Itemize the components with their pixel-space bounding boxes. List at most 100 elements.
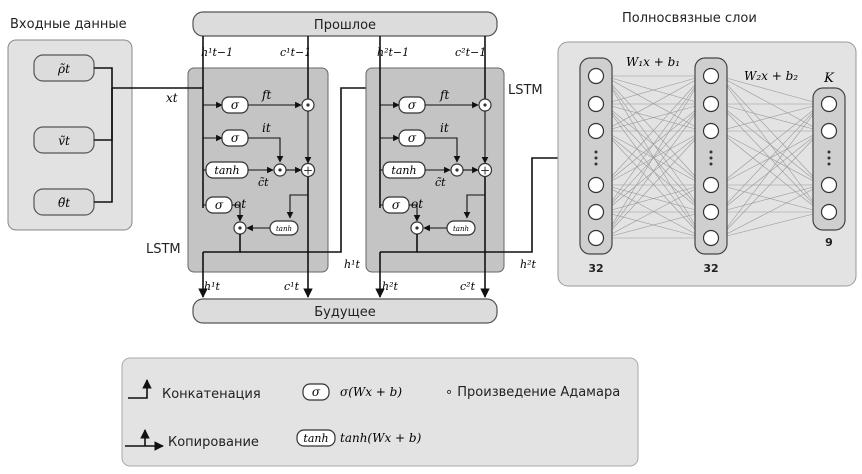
fc-l1-l2-edge [603, 75, 704, 105]
fc-l1-l2-edge [603, 103, 704, 213]
lstm2-c-out-label: c²t [460, 280, 476, 293]
lstm2-input-sigma: σ [408, 131, 417, 145]
fc-l3-ellipsis-dot [827, 156, 831, 160]
legend-concat-label: Конкатенация [162, 387, 261, 402]
lstm-2-label: LSTM [508, 83, 543, 98]
fc-l3-ellipsis-dot [827, 162, 831, 166]
fc-nodes [587, 67, 838, 247]
future-bar [192, 298, 498, 324]
concat-wire-1 [94, 67, 113, 88]
fc-l1-neuron [587, 122, 605, 140]
fc-layer-2 [694, 57, 728, 255]
fc-l1-l2-edge [603, 75, 704, 239]
legend-sigma-symbol: σ [312, 385, 321, 399]
legend-panel [121, 357, 639, 467]
fc-l1-l2-edge [603, 75, 704, 132]
fc-l1-neuron [587, 95, 605, 113]
lstm1-forget-gate: σ [221, 96, 249, 114]
lstm1-i-out [248, 137, 284, 163]
legend-hadamard-label: ∘ Произведение Адамара [445, 385, 620, 400]
lstm2-f-label: ft [439, 88, 449, 102]
input-v: ṽt [33, 126, 95, 154]
legend-copy-label: Копирование [168, 435, 259, 450]
fc-l3-neuron [820, 203, 838, 221]
lstm1-input-gate: σ [221, 129, 249, 147]
fc-l1-neuron [587, 67, 605, 85]
fc-l2-neuron [702, 203, 720, 221]
lstm2-input-gate: σ [398, 129, 426, 147]
lstm1-output-tanh: tanh [269, 220, 299, 236]
fc-l2-l3-edge [718, 184, 822, 213]
lstm1-h-side-label: h¹t [344, 258, 360, 271]
lstm2-output-gate: σ [382, 196, 410, 214]
legend-sigma-icon: σ [302, 383, 330, 401]
lstm1-candidate-tanh: tanh [214, 164, 239, 177]
fc-size-2: 32 [703, 262, 718, 275]
fc-l2-ellipsis-dot [709, 156, 713, 160]
legend-concat-icon [128, 379, 152, 399]
fc-l1-l2-edge [603, 184, 704, 239]
lstm1-h-out-label: h¹t [204, 280, 220, 293]
future-label: Будущее [314, 305, 376, 320]
fc-connections [603, 75, 822, 239]
lstm2-forget-gate: σ [398, 96, 426, 114]
fc-l2-ellipsis-dot [709, 162, 713, 166]
fc-l3-neuron [820, 122, 838, 140]
fc-l2-l3-edge [718, 130, 822, 213]
lstm1-input-sigma: σ [231, 131, 240, 145]
fc-l2-l3-edge [718, 103, 822, 132]
fc-size-3: 9 [825, 236, 833, 249]
fc-w2-label: W₂x + b₂ [744, 69, 798, 83]
fc-l1-l2-edge [603, 130, 704, 239]
input-v-label: ṽt [58, 134, 70, 148]
lstm2-hadamard-o-dot [415, 226, 419, 230]
fc-l2-l3-edge [718, 103, 822, 213]
fc-l2-l3-edge [718, 103, 822, 186]
fc-l1-neuron [587, 176, 605, 194]
fc-l2-ellipsis-dot [709, 150, 713, 154]
input-panel-title: Входные данные [10, 17, 127, 32]
lstm2-hadamard-f-dot [483, 103, 487, 107]
lstm1-h-prev: h¹t−1 [201, 46, 233, 59]
fc-l2-l3-edge [718, 211, 822, 239]
input-theta: θ̃t [33, 188, 95, 216]
lstm2-forget-sigma: σ [408, 98, 417, 112]
lstm2-i-label: it [440, 121, 449, 135]
fc-l2-neuron [702, 122, 720, 140]
fc-layer-1 [579, 57, 613, 255]
fc-l3-ellipsis-dot [827, 150, 831, 154]
lstm1-forget-sigma: σ [231, 98, 240, 112]
lstm2-h-out-label: h²t [382, 280, 398, 293]
lstm2-ctilde-label: c̃t [435, 176, 446, 189]
lstm2-h-side-label: h²t [520, 258, 536, 271]
lstm1-c-prev: c¹t−1 [280, 46, 311, 59]
lstm1-ctilde-label: c̃t [258, 176, 269, 189]
input-theta-label: θ̃t [58, 196, 70, 210]
lstm2-output-sigma: σ [392, 198, 401, 212]
lstm1-f-label: ft [261, 88, 271, 102]
fc-l2-l3-edge [718, 130, 822, 239]
legend-tanh-formula: tanh(Wx + b) [340, 431, 422, 445]
lstm1-i-label: it [262, 121, 271, 135]
lstm2-c-to-tanh [463, 194, 485, 219]
lstm1-o-label: ot [234, 197, 246, 211]
fc-l2-l3-edge [718, 184, 822, 239]
lstm2-i-out [425, 137, 461, 163]
lstm1-hadamard-o-dot [238, 226, 242, 230]
lstm-1-label: LSTM [146, 242, 181, 257]
fc-l2-l3-edge [718, 75, 822, 105]
legend-sigma-formula: σ(Wx + b) [340, 385, 402, 399]
fc-l1-l2-edge [603, 103, 704, 132]
lstm2-hadamard-i-dot [455, 168, 459, 172]
lstm1-to-lstm2-wire [240, 87, 377, 253]
fc-l1-ellipsis-dot [594, 156, 598, 160]
past-label: Прошлое [314, 18, 376, 33]
past-bar [192, 11, 498, 37]
fc-l1-l2-edge [603, 184, 704, 213]
lstm1-output-gate: σ [205, 196, 233, 214]
fc-size-1: 32 [588, 262, 603, 275]
fc-l1-l2-edge [603, 75, 704, 213]
fc-l1-l2-edge [603, 75, 704, 186]
lstm1-hadamard-f-dot [306, 103, 310, 107]
